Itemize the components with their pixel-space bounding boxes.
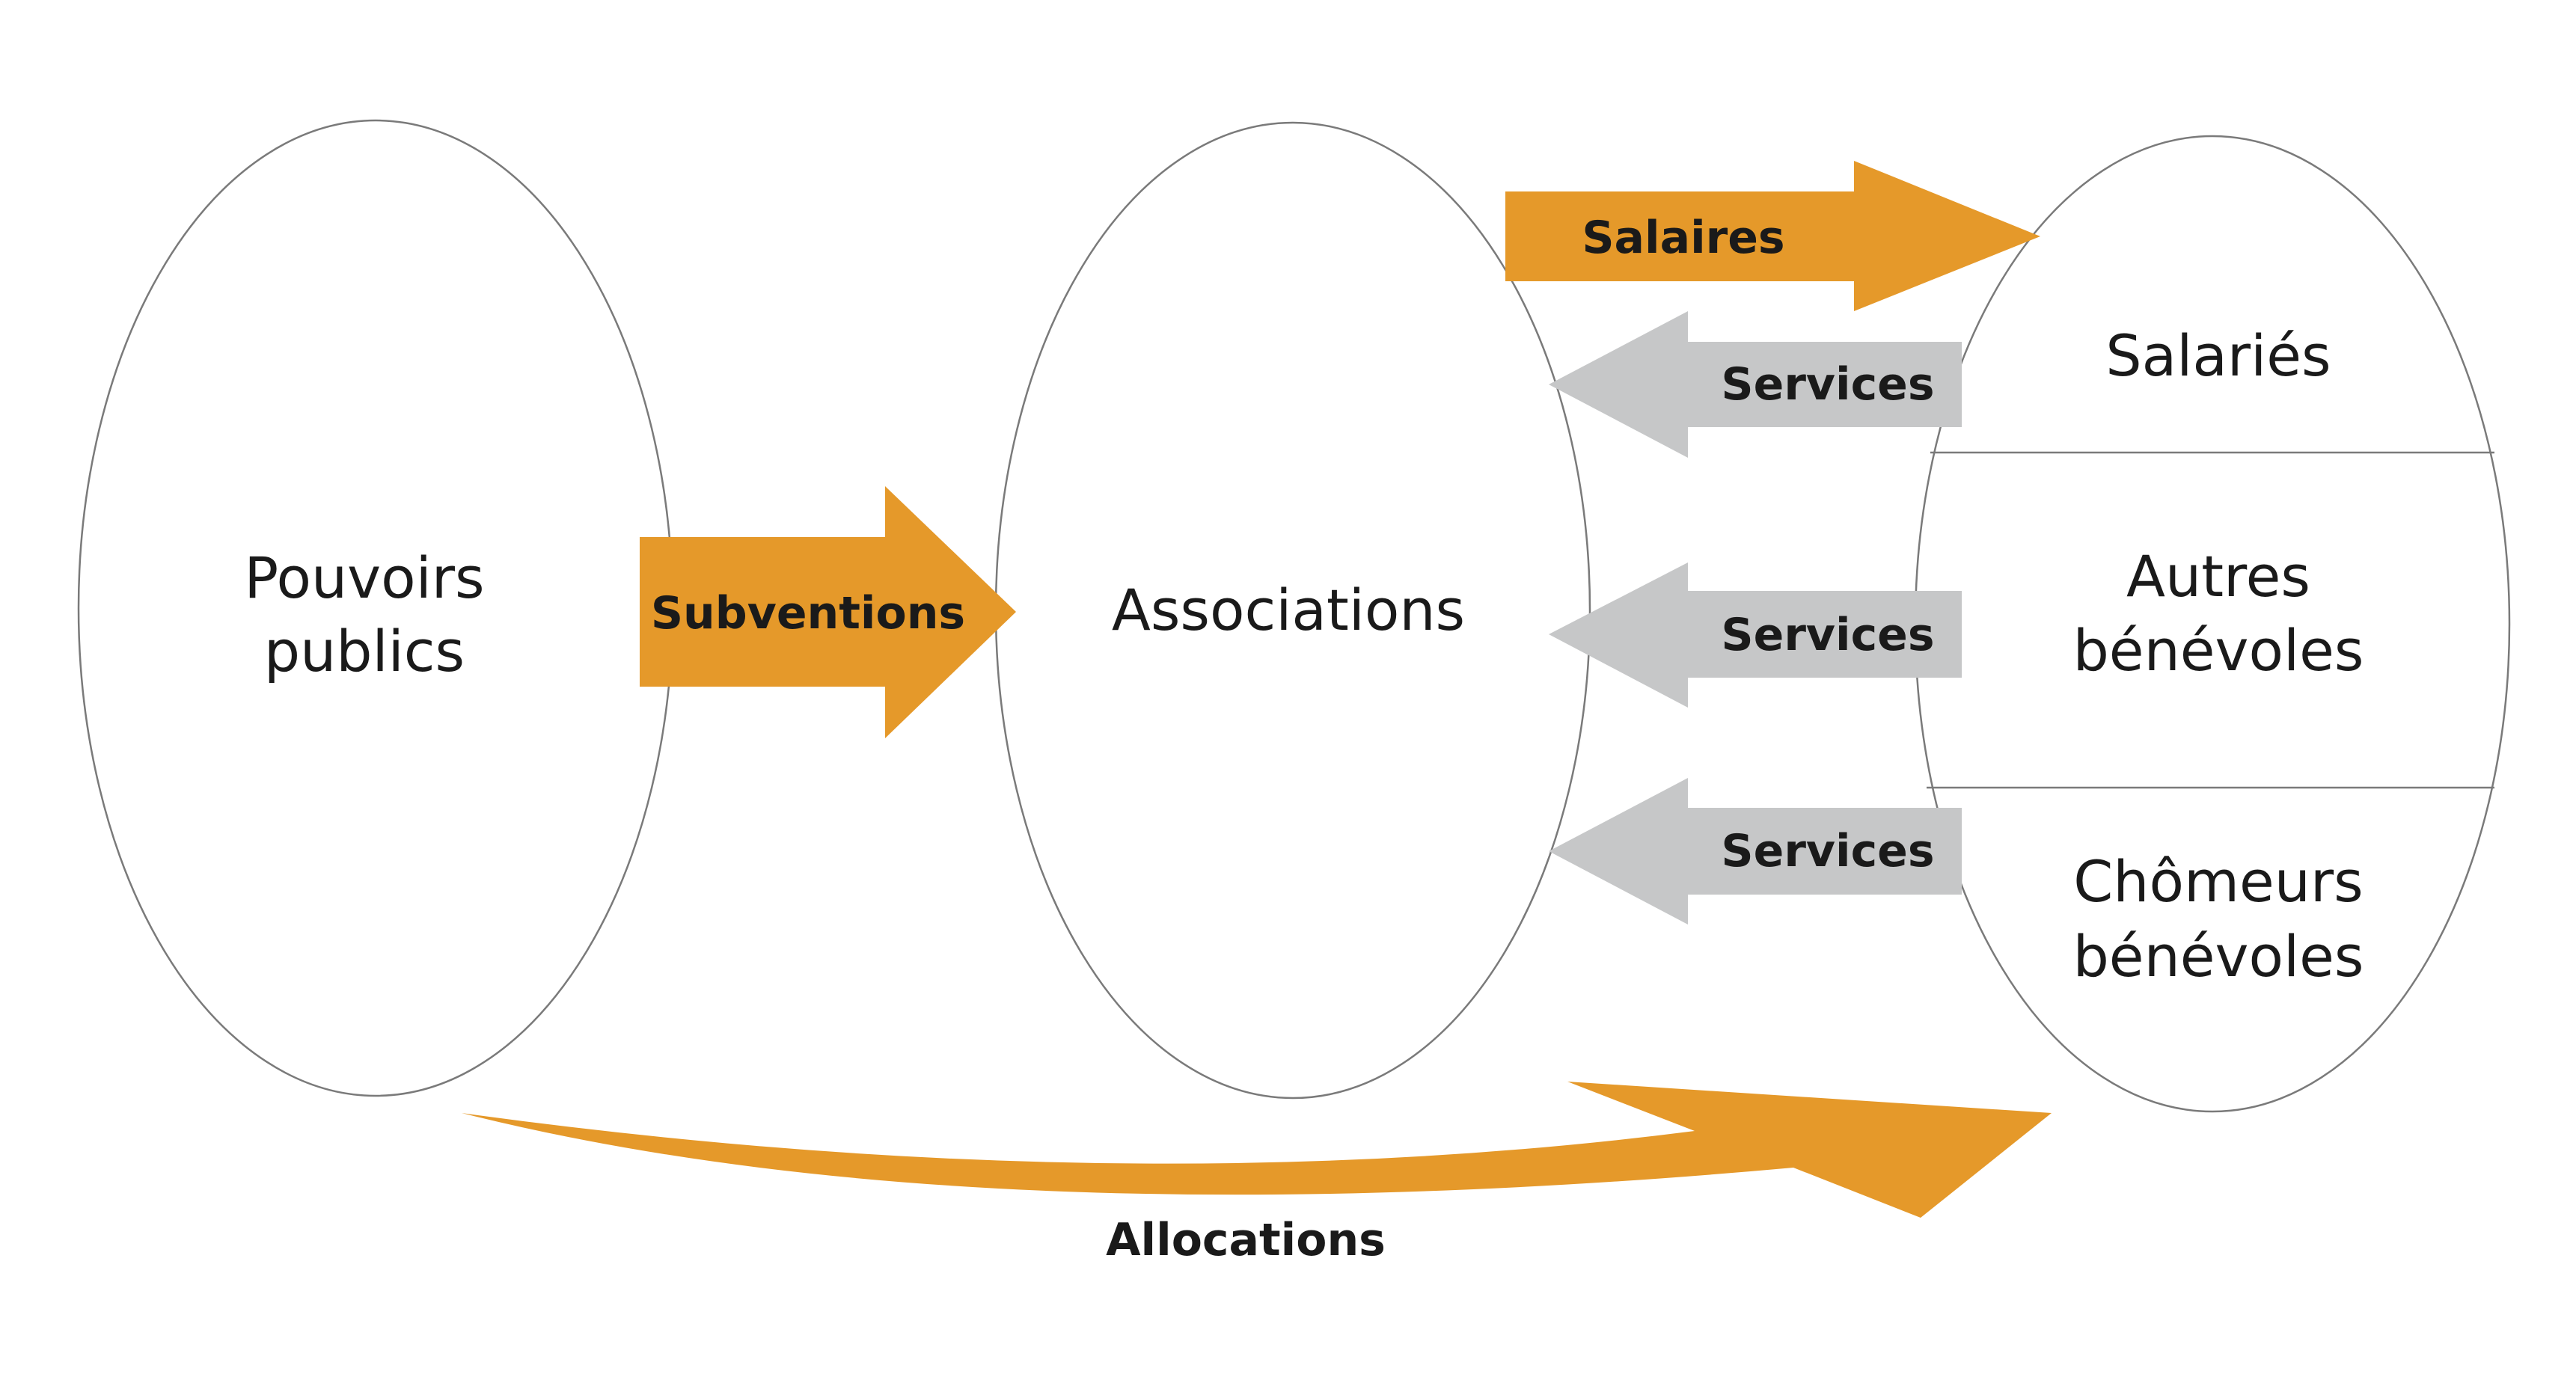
services-salaries-label: Services xyxy=(1721,358,1934,411)
pouvoirs-publics-label-line1: Pouvoirs xyxy=(244,545,484,611)
salaires-arrow xyxy=(1505,161,2040,311)
services-autres-label: Services xyxy=(1721,609,1934,661)
subventions-label: Subventions xyxy=(651,587,965,640)
services-autres-arrow xyxy=(1549,562,1962,708)
chomeurs-benevoles-label-line2: bénévoles xyxy=(2073,923,2364,990)
allocations-label: Allocations xyxy=(1106,1214,1386,1266)
salaires-label: Salaires xyxy=(1582,212,1784,264)
autres-benevoles-label-line2: bénévoles xyxy=(2073,617,2364,684)
services-chomeurs-label: Services xyxy=(1721,825,1934,877)
subventions-arrow xyxy=(640,486,1016,738)
services-salaries-arrow xyxy=(1549,311,1962,458)
chomeurs-benevoles-label-line1: Chômeurs xyxy=(2073,848,2364,915)
autres-benevoles-label-line1: Autres xyxy=(2126,543,2310,610)
allocations-arrow xyxy=(462,1082,2052,1218)
associations-label: Associations xyxy=(1112,577,1465,643)
salaries-label: Salariés xyxy=(2105,322,2331,389)
pouvoirs-publics-label-line2: publics xyxy=(264,618,465,684)
services-chomeurs-arrow xyxy=(1549,778,1962,925)
